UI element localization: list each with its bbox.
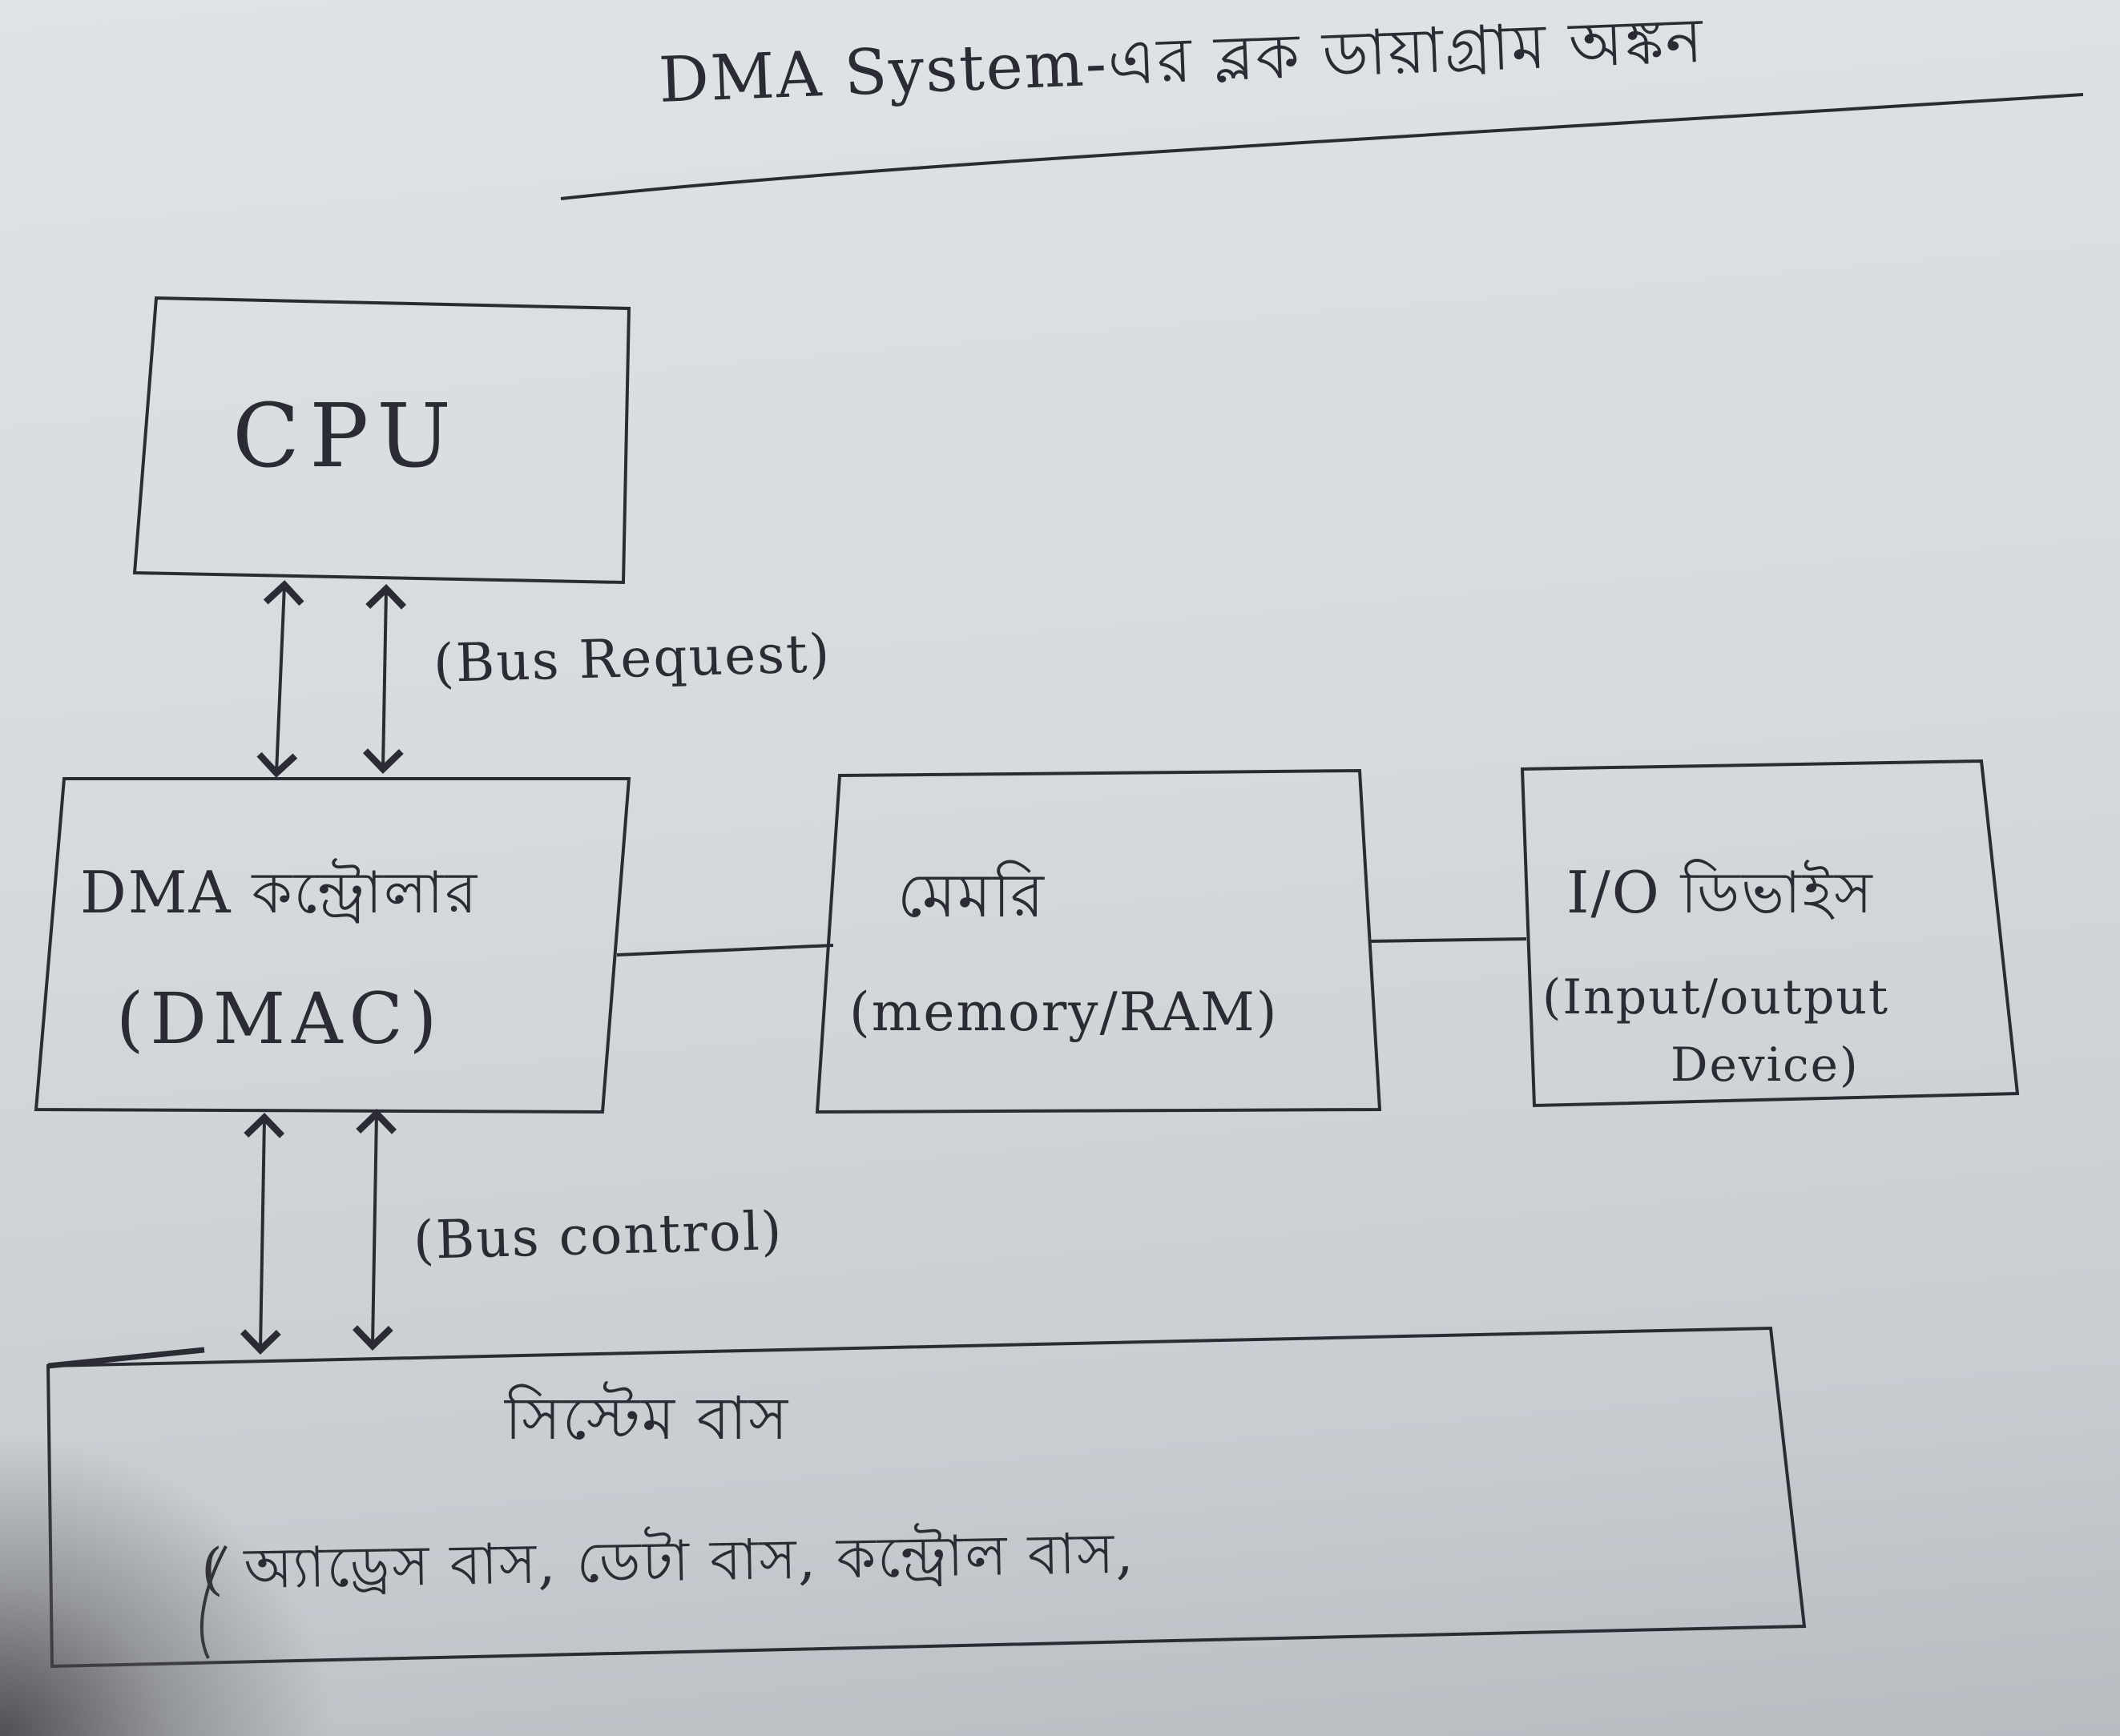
memory-io-link (1368, 937, 1527, 943)
cpu-dmac-arrow-1 (256, 580, 304, 778)
io-sublabel-1: (Input/output (1542, 969, 1890, 1025)
system-bus-label: সিস্টেম বাস (505, 1384, 790, 1453)
io-label: I/O ডিভাইস (1566, 859, 1874, 926)
dmac-block (34, 777, 631, 1114)
memory-block (815, 768, 1382, 1114)
dmac-label: DMA কন্ট্রোলার (80, 859, 479, 926)
memory-sublabel: (memory/RAM) (849, 981, 1279, 1043)
cpu-label: CPU (232, 385, 461, 487)
dmac-memory-link (616, 944, 834, 957)
dmac-abbr: (DMAC) (116, 977, 444, 1060)
cpu-block (132, 296, 631, 585)
system-bus-top-stroke (47, 1347, 205, 1369)
memory-label: মেমরি (897, 860, 1046, 931)
io-block (1520, 759, 2020, 1108)
io-sublabel-2: Device) (1671, 1037, 1860, 1092)
system-bus-types: ( অ্যাড্রেস বাস, ডেটা বাস, কন্ট্রোল বাস, (200, 1520, 1136, 1602)
cpu-dmac-arrow-2 (362, 584, 407, 774)
bus-control-label: (Bus control) (413, 1199, 784, 1271)
dmac-bus-arrow-1 (240, 1113, 285, 1355)
bus-request-label: (Bus Request) (433, 622, 832, 695)
dmac-bus-arrow-2 (352, 1109, 397, 1351)
title-underline (560, 93, 2084, 200)
